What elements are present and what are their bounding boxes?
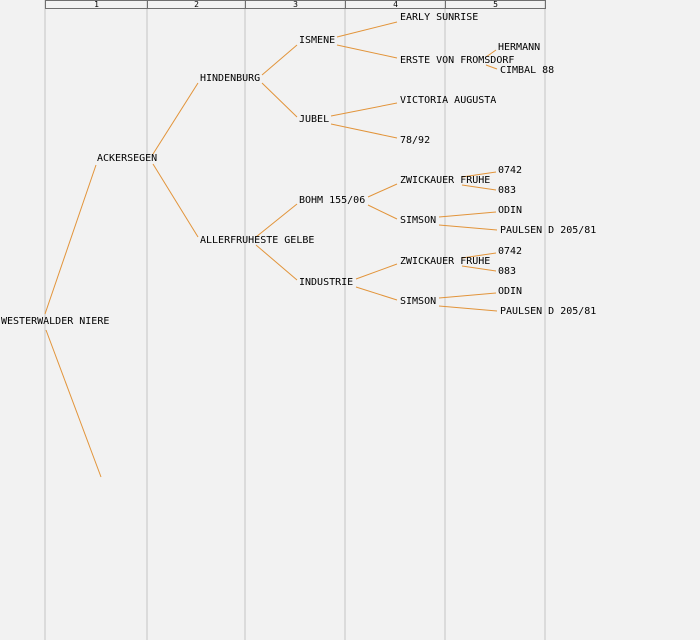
tree-node-bohm-155-06[interactable]: BOHM 155/06 (299, 195, 366, 206)
tree-node-allerfruheste-gelbe[interactable]: ALLERFRUHESTE GELBE (200, 235, 315, 246)
edge-zwickauer-fruhe-1-to-083-1 (461, 184, 497, 191)
generation-header-1: 1 (45, 0, 148, 9)
edge-simson-2-to-odin-2 (438, 292, 497, 299)
tree-node-simson-1[interactable]: SIMSON (400, 215, 437, 226)
tree-node-westerwalder-niere[interactable]: WESTERWALDER NIERE (1, 316, 110, 327)
edge-bohm-155-06-to-zwickauer-fruhe-1 (367, 183, 398, 198)
generation-header-4: 4 (345, 0, 446, 9)
tree-node-cimbal-88[interactable]: CIMBAL 88 (500, 65, 555, 76)
tree-node-industrie[interactable]: INDUSTRIE (299, 277, 354, 288)
edge-erste-von-fromsdorf-to-cimbal-88 (485, 64, 498, 70)
edge-allerfruheste-gelbe-to-bohm-155-06 (255, 203, 298, 238)
tree-node-hermann[interactable]: HERMANN (498, 42, 541, 53)
tree-node-victoria-augusta[interactable]: VICTORIA AUGUSTA (400, 95, 497, 106)
tree-node-0742-2[interactable]: 0742 (498, 246, 523, 257)
tree-node-zwickauer-fruhe-2[interactable]: ZWICKAUER FRUHE (400, 256, 491, 267)
generation-header-5: 5 (445, 0, 546, 9)
edge-zwickauer-fruhe-2-to-083-2 (461, 265, 497, 272)
edge-jubel-to-victoria-augusta (330, 102, 398, 117)
tree-node-78-92[interactable]: 78/92 (400, 135, 431, 146)
tree-node-083-1[interactable]: 083 (498, 185, 517, 196)
edge-root-to-unknown-parent (45, 329, 102, 478)
edge-industrie-to-simson-2 (355, 286, 398, 301)
pedigree-edges (44, 21, 498, 478)
tree-node-erste-von-fromsdorf[interactable]: ERSTE VON FROMSDORF (400, 55, 515, 66)
tree-node-ismene[interactable]: ISMENE (299, 35, 336, 46)
edge-simson-1-to-paulsen-1 (438, 224, 498, 231)
edge-root-to-ackersegen (44, 164, 97, 315)
generation-header-2: 2 (147, 0, 246, 9)
edge-allerfruheste-gelbe-to-industrie (255, 244, 298, 281)
edge-zwickauer-fruhe-2-to-0742-2 (461, 252, 497, 259)
tree-node-simson-2[interactable]: SIMSON (400, 296, 437, 307)
edge-ackersegen-to-allerfruheste-gelbe (152, 163, 199, 238)
tree-node-paulsen-d-205-81-2[interactable]: PAULSEN D 205/81 (500, 306, 597, 317)
edge-ackersegen-to-hindenburg (152, 82, 199, 155)
generation-grid-lines (44, 0, 546, 640)
edge-jubel-to-78-92 (330, 123, 398, 139)
edge-erste-von-fromsdorf-to-hermann (485, 49, 497, 58)
edge-ismene-to-erste-von-fromsdorf (336, 44, 398, 59)
edge-hindenburg-to-ismene (261, 44, 298, 76)
edge-hindenburg-to-jubel (261, 82, 298, 118)
tree-node-083-2[interactable]: 083 (498, 266, 517, 277)
edge-simson-1-to-odin-1 (438, 211, 497, 218)
tree-node-jubel[interactable]: JUBEL (299, 114, 330, 125)
tree-node-hindenburg[interactable]: HINDENBURG (200, 73, 261, 84)
tree-node-odin-1[interactable]: ODIN (498, 205, 523, 216)
tree-node-0742-1[interactable]: 0742 (498, 165, 523, 176)
edge-bohm-155-06-to-simson-1 (367, 204, 398, 220)
tree-node-odin-2[interactable]: ODIN (498, 286, 523, 297)
tree-node-zwickauer-fruhe-1[interactable]: ZWICKAUER FRUHE (400, 175, 491, 186)
edge-simson-2-to-paulsen-2 (438, 305, 498, 312)
tree-node-early-sunrise[interactable]: EARLY SUNRISE (400, 12, 479, 23)
edge-ismene-to-early-sunrise (336, 21, 398, 38)
tree-node-paulsen-d-205-81-1[interactable]: PAULSEN D 205/81 (500, 225, 597, 236)
tree-node-ackersegen[interactable]: ACKERSEGEN (97, 153, 158, 164)
edge-industrie-to-zwickauer-fruhe-2 (355, 263, 398, 280)
edge-zwickauer-fruhe-1-to-0742-1 (461, 171, 497, 178)
generation-header-3: 3 (245, 0, 346, 9)
